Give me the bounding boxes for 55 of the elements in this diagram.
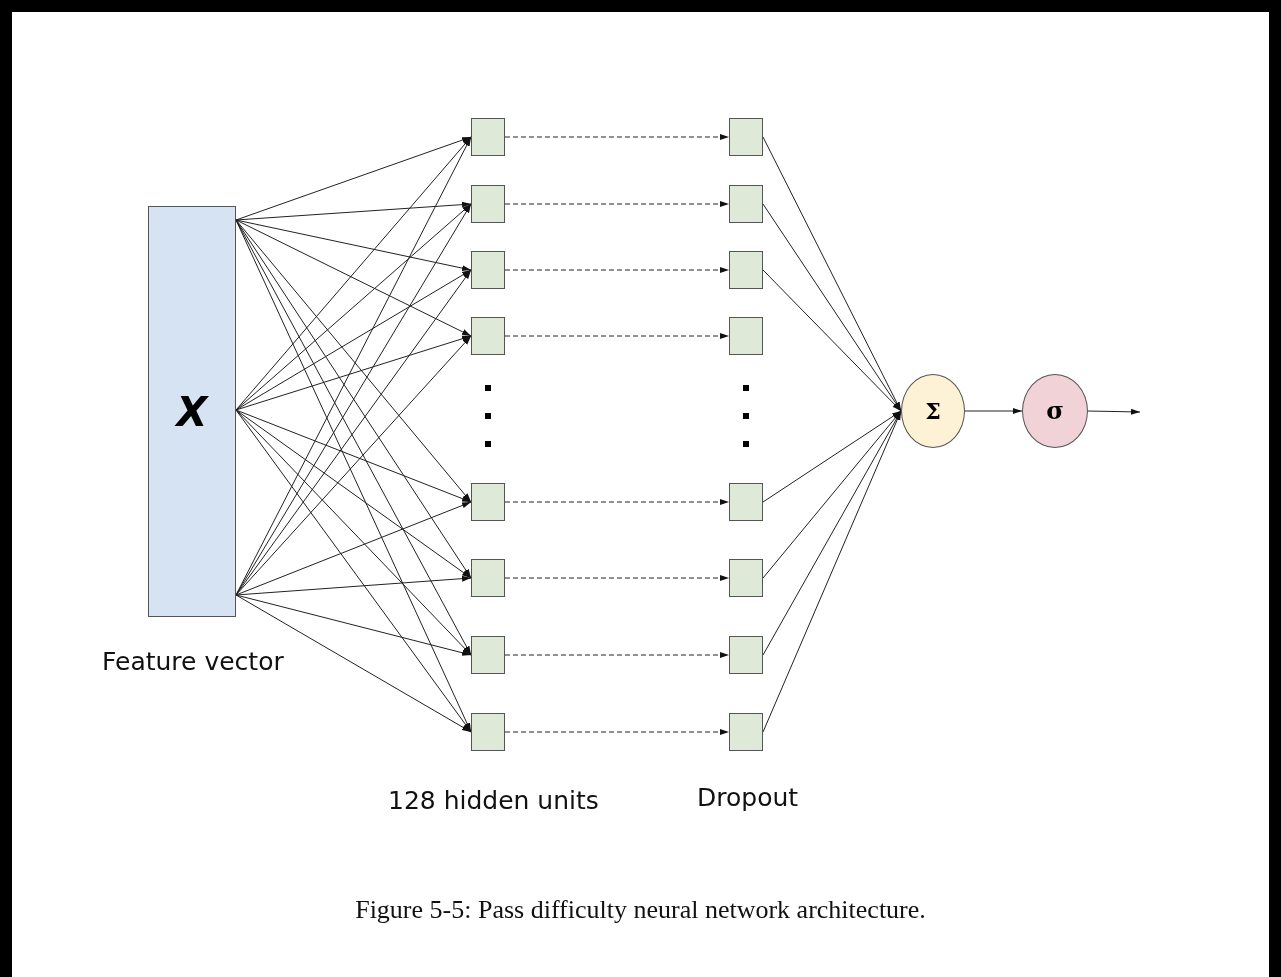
arrow (762, 203, 902, 412)
figure-caption: Figure 5-5: Pass difficulty neural network architecture. (354, 895, 927, 925)
arrow (235, 594, 472, 656)
neuron-box (471, 636, 505, 674)
neuron-box (729, 713, 763, 751)
arrow (235, 203, 472, 411)
arrow (235, 219, 472, 503)
arrow (762, 269, 902, 412)
neuron-box (471, 118, 505, 156)
arrow (235, 269, 472, 596)
dashed-arrow (504, 575, 730, 581)
neuron-box (471, 483, 505, 521)
dashed-arrow (504, 267, 730, 273)
node-caption: Feature vector (102, 647, 284, 676)
dashed-arrow (504, 499, 730, 505)
neuron-box (729, 185, 763, 223)
neuron-box (729, 636, 763, 674)
arrow (762, 410, 902, 503)
neuron-box (471, 713, 505, 751)
neuron-box (471, 185, 505, 223)
neuron-box (471, 251, 505, 289)
dashed-arrow (504, 201, 730, 207)
arrow (235, 409, 472, 656)
node-symbol: Σ (925, 400, 941, 422)
arrow (235, 409, 472, 503)
dashed-arrow (504, 729, 730, 735)
dashed-arrow (504, 134, 730, 140)
neuron-box (471, 559, 505, 597)
neuron-box (729, 317, 763, 355)
arrow (235, 136, 472, 411)
arrow (235, 219, 472, 272)
arrow (235, 409, 472, 733)
neuron-box (729, 559, 763, 597)
arrow (235, 335, 472, 596)
node-symbol: σ (1046, 399, 1064, 423)
neuron-box (471, 317, 505, 355)
arrow (964, 408, 1023, 414)
node-symbol: X (176, 391, 208, 432)
neuron-box (729, 483, 763, 521)
dashed-arrow (504, 652, 730, 658)
neuron-box (729, 118, 763, 156)
arrow (235, 409, 472, 579)
dashed-arrow (504, 333, 730, 339)
arrow (235, 269, 472, 411)
column-label: Dropout (697, 783, 799, 812)
arrow (235, 201, 472, 221)
column-label: 128 hidden units (388, 786, 599, 815)
arrow (235, 335, 472, 411)
neuron-box (729, 251, 763, 289)
arrow (235, 219, 472, 337)
input-vector-box (148, 206, 236, 617)
arrow (235, 594, 472, 733)
arrow (1087, 408, 1141, 415)
arrow (235, 501, 472, 596)
arrow (235, 575, 472, 596)
